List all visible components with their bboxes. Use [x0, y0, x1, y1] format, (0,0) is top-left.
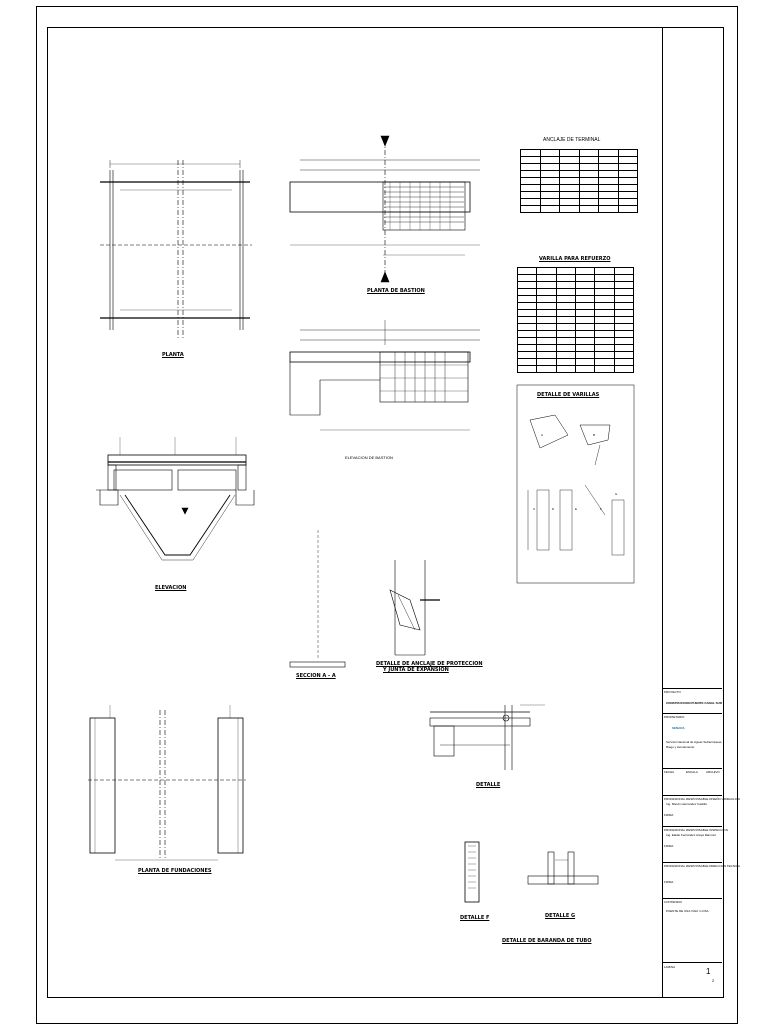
title-block-profesional-2: PROFESIONAL RESPONSABLE INSPECCION Ing. … — [662, 826, 728, 848]
planta-drawing — [100, 160, 252, 338]
prof-responsable-2: PROFESIONAL RESPONSABLE INSPECCION — [664, 828, 728, 832]
prof-responsable-1: PROFESIONAL RESPONSABLE DISEÑO HIDRAULIC… — [664, 797, 741, 801]
title-block-contenido: CONTENIDO PUENTE DE UNA VIGA / LOSA — [662, 898, 722, 913]
planta-fundaciones-title: PLANTA DE FUNDACIONES — [138, 868, 212, 874]
sheet-inner-border — [47, 27, 724, 998]
elevacion-bastion-drawing — [289, 320, 480, 431]
bar-letter-c: C — [533, 507, 536, 511]
firma-3: FIRMA — [664, 880, 674, 884]
bar-letter-b: B — [593, 433, 596, 437]
lamina-number: 1 — [706, 967, 711, 976]
fecha-label: FECHA — [664, 770, 675, 774]
prof-responsable-3: PROFESIONAL RESPONSABLE DIRECCION TECNIC… — [664, 864, 741, 868]
institution-line-2: Riego y Avenamiento — [666, 745, 695, 749]
planta-bastion-drawing — [289, 135, 480, 283]
anclaje-schedule-table — [520, 149, 638, 213]
bar-letter-f: F — [600, 507, 602, 511]
bar-letter-d: D — [552, 507, 555, 511]
title-block-divider — [662, 27, 663, 997]
elevacion-drawing — [96, 437, 255, 561]
elevacion-bastion-title: ELEVACION DE BASTION — [345, 455, 393, 460]
detalle-anclaje-drawing — [389, 560, 440, 656]
detalle-baranda-title: DETALLE DE BARANDA DE TUBO — [502, 938, 592, 944]
senara-logo-icon: SENARA — [672, 726, 685, 730]
proyecto-label: PROYECTO — [664, 690, 681, 694]
bar-letter-a: A — [541, 433, 544, 437]
propietario-label: PROPIETARIO — [664, 715, 685, 719]
anclaje-schedule-title: ANCLAJE DE TERMINAL — [543, 137, 601, 143]
title-block-propietario: PROPIETARIO SENARA Servicio Nacional de … — [662, 713, 722, 749]
seccion-drawing — [289, 530, 346, 668]
seccion-title: SECCION A - A — [296, 673, 336, 679]
title-block-dates: FECHA ESCALA ARCHIVO — [662, 768, 722, 774]
planta-bastion-title: PLANTA DE BASTION — [367, 288, 425, 294]
detalle-anclaje-title: DETALLE DE ANCLAJE DE PROTECCION — [376, 661, 483, 667]
detalle-drawing — [429, 704, 545, 770]
institution-line-1: Servicio Nacional de Aguas Subterráneas, — [666, 740, 723, 744]
varilla-schedule-table — [516, 267, 635, 373]
lamina-label: LAMINA — [664, 965, 676, 969]
escala-label: ESCALA — [686, 770, 698, 774]
detalle-title: DETALLE — [476, 782, 501, 788]
bar-letter-e: E — [575, 507, 578, 511]
firma-2: FIRMA — [664, 844, 674, 848]
varilla-schedule-title: VARILLA PARA REFUERZO — [539, 256, 611, 262]
ing-1: Ing. Marvin Hernández Castillo — [666, 802, 708, 806]
firma-1: FIRMA — [664, 813, 674, 817]
ing-2: Ing. Eladio Fernández Araya Ramírez — [666, 833, 717, 837]
detalle-f-title: DETALLE F — [460, 915, 490, 921]
bar-letter-g: G — [615, 492, 618, 496]
title-block-lamina: LAMINA 1 2 — [662, 962, 722, 997]
title-block-proyecto: PROYECTO CONSTRUCCION PUENTE CANAL SUR — [662, 688, 722, 705]
detalle-g-title: DETALLE G — [545, 913, 576, 919]
title-block-profesional-3: PROFESIONAL RESPONSABLE DIRECCION TECNIC… — [662, 862, 740, 884]
contenido-value: PUENTE DE UNA VIGA / LOSA — [666, 909, 709, 913]
detalle-varillas-drawing — [516, 384, 635, 584]
planta-title: PLANTA — [162, 352, 184, 358]
detalle-varillas-title: DETALLE DE VARILLAS — [537, 392, 600, 398]
archivo-label: ARCHIVO — [706, 770, 720, 774]
lamina-total: 2 — [712, 978, 715, 983]
title-block-profesional-1: PROFESIONAL RESPONSABLE DISEÑO HIDRAULIC… — [662, 795, 740, 817]
elevacion-title: ELEVACION — [155, 585, 187, 591]
detalle-anclaje-title-2: Y JUNTA DE EXPANSION — [383, 667, 449, 673]
detalle-f-g-drawing — [464, 841, 599, 903]
contenido-label: CONTENIDO — [664, 900, 682, 904]
proyecto-name: CONSTRUCCION PUENTE CANAL SUR — [666, 701, 722, 705]
planta-fundaciones-drawing — [88, 705, 246, 861]
